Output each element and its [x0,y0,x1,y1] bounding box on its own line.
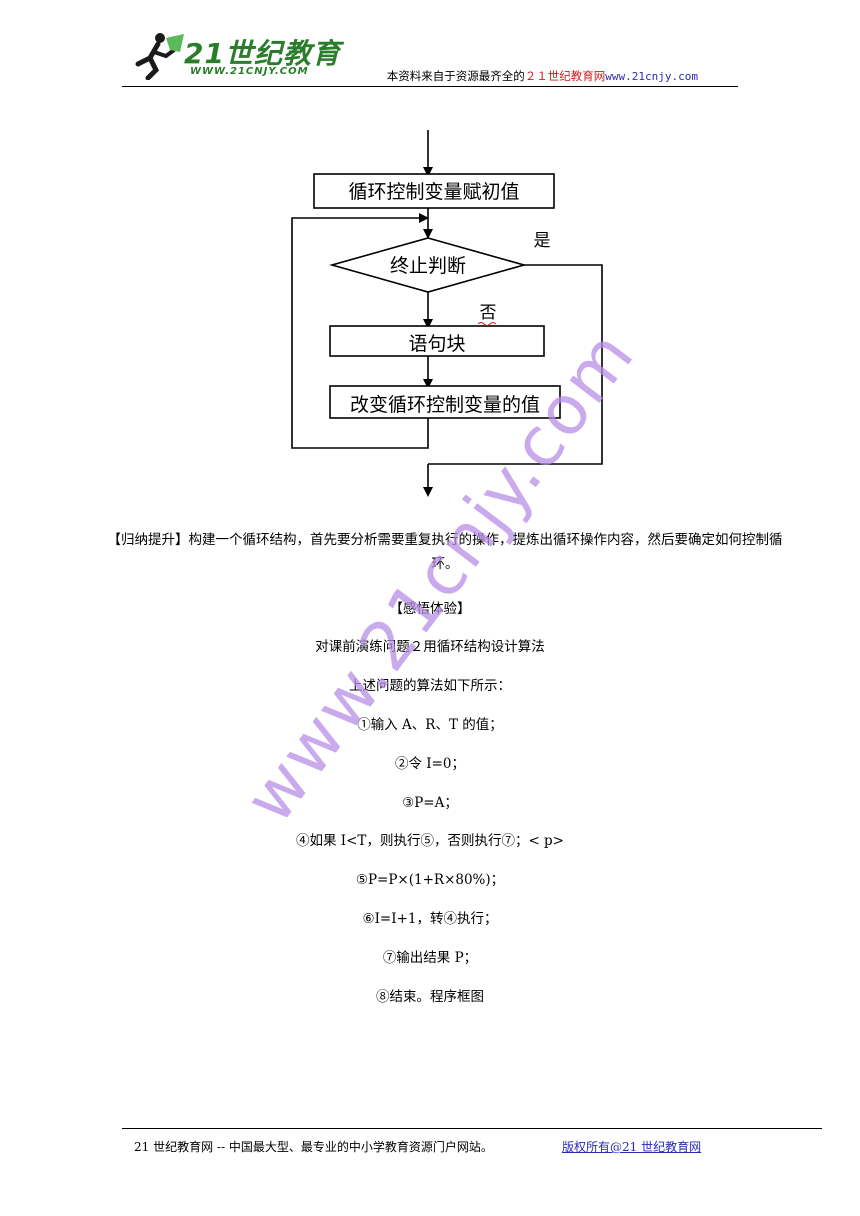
init-label: 循环控制变量赋初值 [348,181,519,203]
section-title: 【感悟体验】 [389,601,471,617]
step-3: ③P=A； [402,795,458,811]
step-5: ⑤P=P×(1+R×80%)； [355,872,505,888]
source-note: 本资料来自于资源最齐全的２１世纪教育网www.21cnjy.com [387,68,698,84]
algo-intro-line: 上述问题的算法如下所示： [349,678,511,694]
page-header: 21世纪教育 WWW.21CNJY.COM 本资料来自于资源最齐全的２１世纪教育… [122,30,738,87]
logo-url: WWW.21CNJY.COM [190,66,309,77]
runner-icon [135,33,184,80]
source-brand: ２１世纪教育网 [524,69,606,83]
init-box [313,173,555,209]
spellcheck-underline [477,322,497,326]
summary-paragraph: 【归纳提升】构建一个循环结构，首先要分析需要重复执行的操作，提炼出循环操作内容，… [107,532,783,572]
source-prefix: 本资料来自于资源最齐全的 [386,69,525,83]
no-label: 否 [480,303,497,323]
loop-back-line [291,217,429,449]
yes-branch-line [428,264,603,465]
loop-flowchart: 循环控制变量赋初值 终止判断 语句块 改变循环控制变量的值 是 否 [291,130,603,497]
logo-text: 21世纪教育 [184,37,341,70]
step-1: ①输入 A、R、T 的值； [357,717,503,733]
logo: 21世纪教育 WWW.21CNJY.COM [130,30,350,82]
page-footer: 21 世纪教育网 -- 中国最大型、最专业的中小学教育资源门户网站。 版权所有@… [122,1128,822,1154]
step-4: ④如果 I<T，则执行⑤，否则执行⑦；< p> [296,833,564,849]
source-url[interactable]: www.21cnjy.com [605,70,698,83]
block-label: 语句块 [408,333,465,355]
intro-line: 对课前演练问题２用循环结构设计算法 [315,639,545,655]
update-label: 改变循环控制变量的值 [350,394,540,416]
footer-text: 21 世纪教育网 -- 中国最大型、最专业的中小学教育资源门户网站。 [134,1140,493,1154]
block-box [329,325,545,357]
step-6: ⑥I=I+1，转④执行； [362,911,498,927]
copyright-link[interactable]: 版权所有@21 世纪教育网 [562,1140,702,1154]
update-box [329,385,561,419]
yes-label: 是 [534,231,551,251]
decision-label: 终止判断 [390,255,466,277]
step-2: ②令 I=0； [394,756,466,772]
step-8: ⑧结束。程序框图 [376,989,484,1005]
step-7: ⑦输出结果 P； [382,950,478,966]
